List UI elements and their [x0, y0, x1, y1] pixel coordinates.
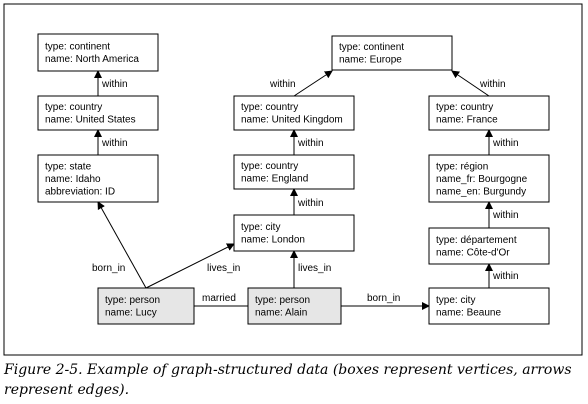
vertex-property: name_fr: Bourgogne	[436, 174, 528, 185]
edge-label: married	[202, 293, 236, 304]
vertex-box	[37, 33, 159, 72]
vertex-property: type: continent	[45, 42, 110, 53]
vertex-box	[428, 227, 550, 265]
vertex-property: name: Idaho	[45, 174, 101, 185]
vertex-box	[331, 35, 453, 71]
edge-label: within	[297, 198, 324, 209]
edge-within-united-kingdom-to-europe	[293, 70, 333, 97]
edge-label: within	[269, 79, 296, 90]
edges-layer: within within within within within within with…	[92, 70, 519, 310]
edge-label: lives_in	[207, 263, 240, 274]
vertex-box	[233, 214, 355, 252]
vertex-property: abbreviation: ID	[45, 186, 115, 197]
vertex-property: name: North America	[45, 54, 139, 65]
edge-label: born_in	[92, 263, 125, 274]
edge-label: within	[492, 271, 519, 282]
edge-within-france-to-europe	[451, 70, 490, 97]
vertex-united-kingdom: type: country name: United Kingdom	[233, 95, 355, 131]
vertex-cote-dor: type: département name: Côte-d'Or	[428, 227, 550, 265]
edge-label: born_in	[367, 293, 400, 304]
edge-born-in-lucy-to-idaho	[97, 201, 147, 289]
vertex-property: name: Beaune	[436, 308, 501, 319]
vertex-beaune: type: city name: Beaune	[428, 287, 550, 325]
vertex-lucy: type: person name: Lucy	[97, 287, 195, 325]
vertex-box	[37, 154, 159, 203]
vertex-property: type: state	[45, 161, 92, 172]
edge-label: within	[297, 138, 324, 149]
vertex-alain: type: person name: Alain	[247, 287, 342, 325]
vertex-property: name: Lucy	[105, 308, 157, 319]
vertex-box	[428, 154, 550, 203]
vertex-property: name_en: Burgundy	[436, 186, 526, 197]
vertex-box	[428, 95, 550, 131]
vertex-london: type: city name: London	[233, 214, 355, 252]
vertex-property: name: Europe	[339, 55, 402, 66]
figure-caption: Figure 2-5. Example of graph-structured …	[4, 362, 572, 398]
vertex-property: type: country	[241, 102, 298, 113]
vertex-england: type: country name: England	[233, 154, 355, 190]
vertex-europe: type: continent name: Europe	[331, 35, 453, 71]
edge-label: within	[492, 138, 519, 149]
vertex-box	[428, 287, 550, 325]
vertex-box	[37, 95, 159, 131]
edge-label: within	[492, 210, 519, 221]
vertex-property: name: United Kingdom	[241, 115, 343, 126]
vertex-property: type: country	[45, 102, 102, 113]
figure-frame	[3, 3, 583, 356]
vertex-box	[233, 154, 355, 190]
vertex-property: type: région	[436, 161, 488, 172]
vertex-property: name: Alain	[255, 308, 307, 319]
edge-label: within	[101, 79, 128, 90]
vertex-united-states: type: country name: United States	[37, 95, 159, 131]
vertex-box	[233, 95, 355, 131]
vertex-property: name: Côte-d'Or	[436, 248, 510, 259]
vertex-property: type: département	[436, 235, 517, 246]
vertex-property: type: country	[436, 102, 493, 113]
vertex-property: name: London	[241, 235, 305, 246]
edge-label: within	[479, 79, 506, 90]
vertex-property: type: continent	[339, 42, 404, 53]
edge-label: lives_in	[298, 263, 331, 274]
vertex-property: type: city	[436, 295, 475, 306]
vertex-property: type: person	[255, 295, 310, 306]
vertex-property: type: country	[241, 161, 298, 172]
vertex-property: type: city	[241, 222, 280, 233]
vertex-property: type: person	[105, 295, 160, 306]
edge-label: within	[101, 138, 128, 149]
edge-lives-in-lucy-to-london	[145, 243, 235, 289]
vertex-france: type: country name: France	[428, 95, 550, 131]
vertex-property: name: United States	[45, 115, 136, 126]
vertex-property: name: France	[436, 115, 498, 126]
vertex-property: name: England	[241, 174, 308, 185]
vertex-box	[247, 287, 342, 325]
vertex-box	[97, 287, 195, 325]
